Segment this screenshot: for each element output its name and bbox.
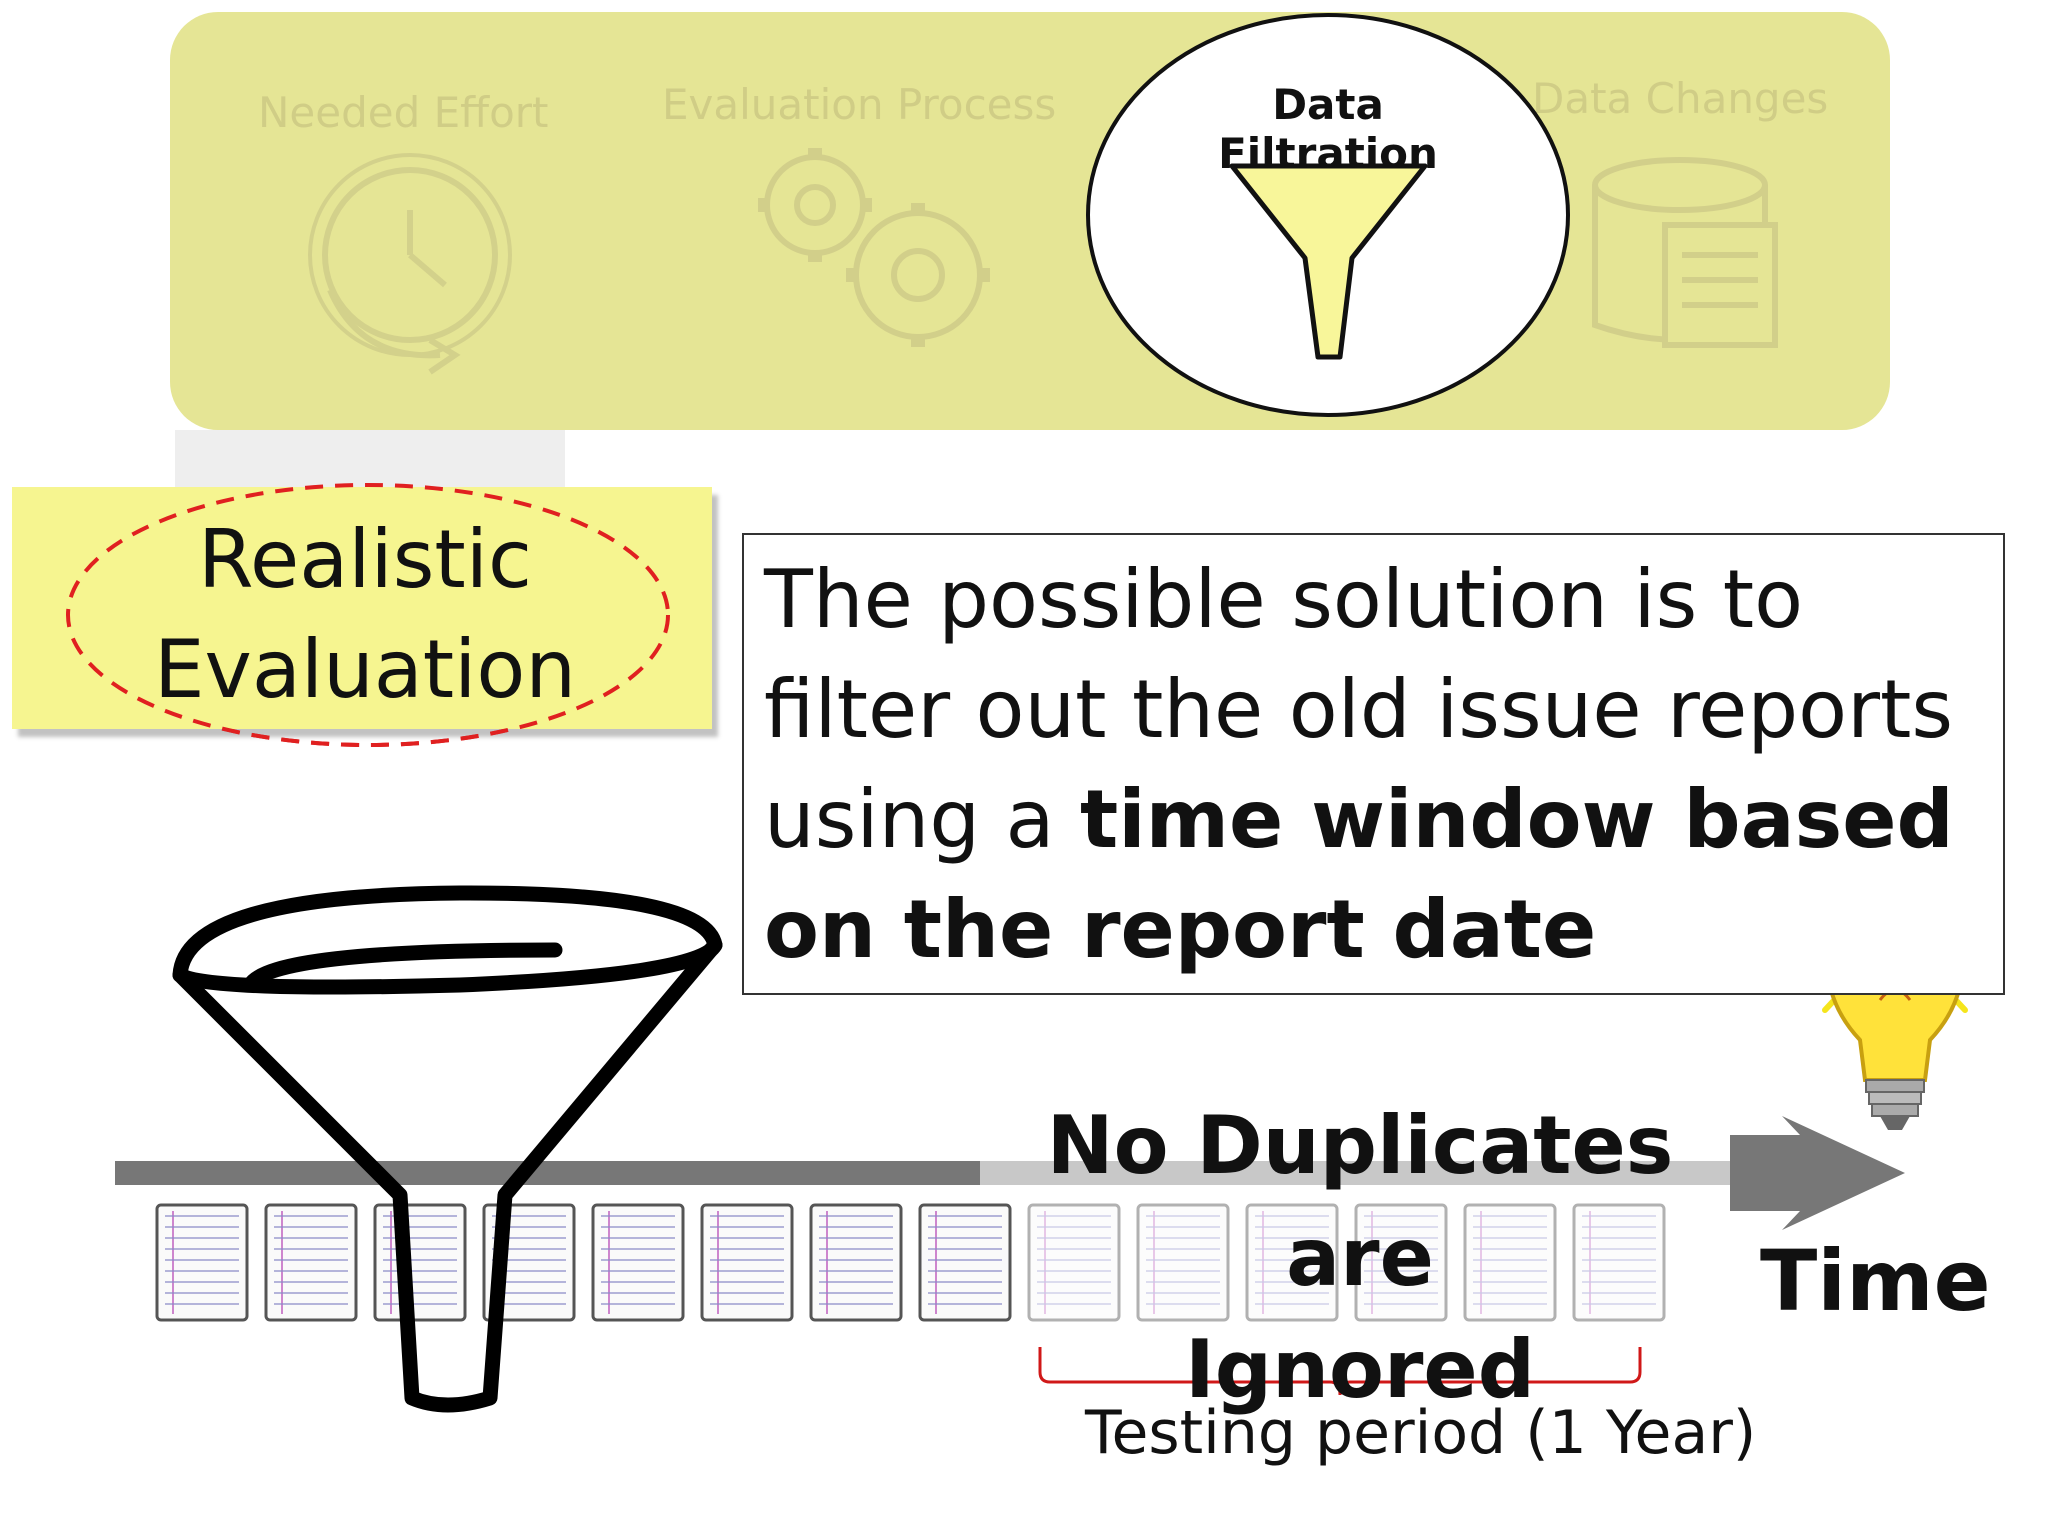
testing-period-label: Testing period (1 Year) <box>1085 1398 1757 1468</box>
issue-report-documents <box>155 1203 1666 1322</box>
note-line-2: Evaluation <box>153 623 577 716</box>
step-label-data-filtration: Data Filtration <box>1218 80 1438 178</box>
document-icon <box>809 1203 903 1322</box>
funnel-icon <box>1229 163 1428 360</box>
document-icon <box>155 1203 249 1322</box>
data-filtration-step <box>1086 13 1570 417</box>
no-duplicates-line-1: No Duplicates are <box>1046 1099 1674 1304</box>
note-tape <box>175 430 565 490</box>
document-icon <box>1136 1203 1230 1322</box>
document-icon <box>373 1203 467 1322</box>
testing-period-bracket <box>1038 1347 1642 1396</box>
process-banner <box>170 12 1890 430</box>
document-icon <box>1463 1203 1557 1322</box>
solution-text: The possible solution is to filter out t… <box>764 545 1984 985</box>
time-axis-label: Time <box>1760 1232 1991 1330</box>
funnel-outline-icon <box>172 885 723 1413</box>
document-icon <box>1027 1203 1121 1322</box>
document-icon <box>700 1203 794 1322</box>
solution-box <box>742 533 2005 995</box>
database-document-icon <box>1592 157 1778 348</box>
document-icon <box>1354 1203 1448 1322</box>
solution-bold-text: time window based on the report date <box>764 773 1954 976</box>
step-label-evaluation-process: Evaluation Process <box>662 80 1057 129</box>
realistic-evaluation-text: Realistic Evaluation <box>70 505 660 725</box>
solution-normal-text: The possible solution is to filter out t… <box>764 553 1954 866</box>
no-duplicates-line-2: Ignored <box>1185 1323 1535 1416</box>
document-icon <box>591 1203 685 1322</box>
document-icon <box>264 1203 358 1322</box>
clock-cycle-icon <box>308 153 512 375</box>
no-duplicates-text: No Duplicates are Ignored <box>960 1090 1760 1426</box>
document-icon <box>1245 1203 1339 1322</box>
note-line-1: Realistic <box>198 513 532 606</box>
step-label-needed-effort: Needed Effort <box>258 88 549 137</box>
step-label-data-changes: Data Changes <box>1532 74 1829 123</box>
document-icon <box>1572 1203 1666 1322</box>
document-icon <box>918 1203 1012 1322</box>
gears-icon <box>758 148 990 347</box>
